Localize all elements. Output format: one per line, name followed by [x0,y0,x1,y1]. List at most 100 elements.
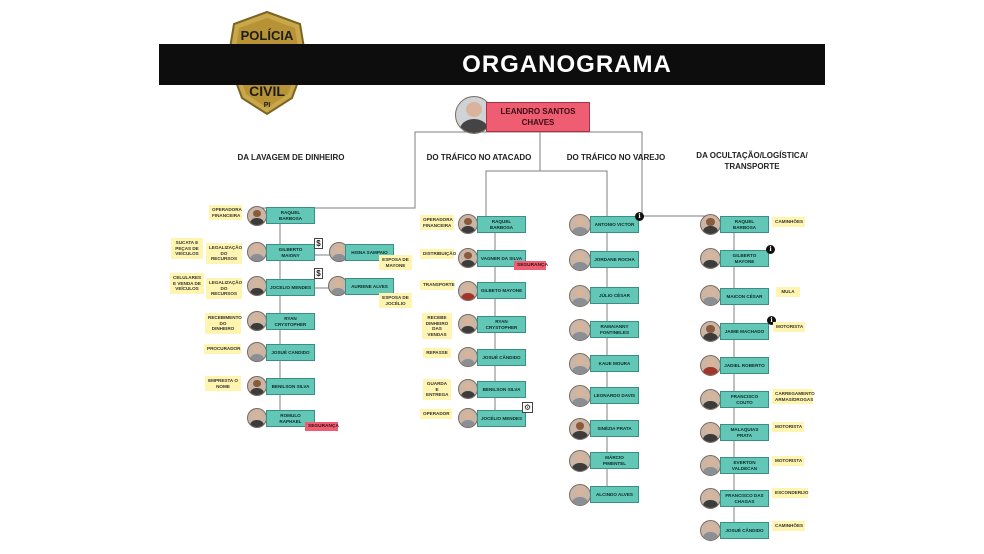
node-person[interactable]: EVERTON VALDECAN [720,457,769,474]
node-person[interactable]: SINÉZIA PRATA [590,420,639,437]
node-name: RAQUEL BARBOSA [489,219,514,230]
node-person[interactable]: JOCÉLIO MENDES [477,410,526,427]
avatar [458,408,478,428]
info-icon: i [635,212,644,221]
security-tag: SEGURANÇA [514,261,548,270]
info-icon: i [767,316,776,325]
node-name: RAMAIANNY FONTINELES [599,324,630,335]
node-person[interactable]: JORDANE ROCHA [590,251,639,268]
node-name: JADIEL ROBERTO [724,362,765,368]
node-person[interactable]: MAICON CÉSAR [720,288,769,305]
avatar [247,408,267,428]
node-name: FRANCISCO COUTO [730,394,759,405]
node-name: ALCINDO ALVES [595,491,633,497]
node-name: GILBETO MAYONE [480,287,523,293]
node-person[interactable]: RAQUEL BARBOSA [477,216,526,233]
avatar [458,347,478,367]
avatar [700,321,721,342]
note-role: MOTORISTA [772,456,804,466]
node-person[interactable]: FRANCISCO DAS CHAGAS [720,490,769,507]
node-person[interactable]: RAMAIANNY FONTINELES [590,321,639,338]
node-person[interactable]: JÚLIO CÉSAR [590,287,639,304]
node-name: FRANCISCO DAS CHAGAS [725,493,764,504]
node-person[interactable]: BENILSON SILVA [477,381,526,398]
note-role: LEGALIZAÇÃO DO RECURSOS [206,278,242,299]
node-person[interactable]: LEONARDO DAVIS [590,387,639,404]
avatar [569,319,591,341]
avatar [569,385,591,407]
node-name: MALAQUIAS PRATA [730,427,759,438]
avatar [569,450,591,472]
node-person[interactable]: RAQUEL BARBOSA [720,216,769,233]
node-person[interactable]: AURIENE ALVES [345,278,394,295]
note-role: OPERADORA FINANCEIRA [209,205,242,221]
root-node[interactable]: LEANDRO SANTOS CHAVES [486,102,590,132]
note-role: ESPOSA DE MAYONE [379,255,412,271]
node-person[interactable]: RYAN CRYSTOPHER [266,313,315,330]
avatar [458,379,478,399]
avatar [569,353,591,375]
node-person[interactable]: ALCINDO ALVES [590,486,639,503]
node-person[interactable]: JOSUÉ CÂNDIDO [477,349,526,366]
note-role: TRANSPORTE [420,280,455,290]
avatar [700,389,721,410]
node-person[interactable]: MALAQUIAS PRATA [720,424,769,441]
avatar [569,484,591,506]
node-person[interactable]: VAGNER DA SILVA [477,250,526,267]
node-person[interactable]: JADIEL ROBERTO [720,357,769,374]
node-name: HISNA SAMPAIO [351,249,388,255]
node-person[interactable]: FRANCISCO COUTO [720,391,769,408]
node-person[interactable]: KAUE MOURA [590,355,639,372]
node-person[interactable]: JOSUÉ CÂNDIDO [720,522,769,539]
avatar [569,214,591,236]
note-role: REPASSE [423,348,451,358]
node-name: MAICON CÉSAR [726,293,763,299]
avatar [700,488,721,509]
node-name: BENILSON SILVA [482,386,521,392]
node-name: GILBERTO MAYONE [732,253,757,264]
node-person[interactable]: RYAN CRYSTOPHER [477,316,526,333]
avatar [700,520,721,541]
node-person[interactable]: JAIME MACHADO [720,323,769,340]
note-role: MOTORISTA [773,322,805,332]
node-person[interactable]: MÁRCIO PIMENTEL [590,452,639,469]
avatar [458,214,478,234]
node-name: AURIENE ALVES [351,283,388,289]
heading-ocultacao: DA OCULTAÇÃO/LOGÍSTICA/ TRANSPORTE [696,151,808,171]
avatar [569,418,591,440]
node-person[interactable]: BENILSON SILVA [266,378,315,395]
node-person[interactable]: GILBERTO MAIONY [266,244,315,261]
note-role: ESCONDERIJO [772,488,808,498]
node-name: BENILSON SILVA [271,383,310,389]
node-name: JOSUÉ CANDIDO [271,349,310,355]
node-name: EVERTON VALDECAN [731,460,758,471]
node-person[interactable]: JOCELIO MENDES [266,279,315,296]
note-role: CAMINHÕES [772,217,805,227]
node-person[interactable]: JOSUÉ CANDIDO [266,344,315,361]
avatar [329,242,349,262]
avatar [569,249,591,271]
node-name: GILBERTO MAIONY [278,247,303,258]
node-person[interactable]: GILBERTO MAYONE [720,250,769,267]
avatar [247,376,267,396]
node-person[interactable]: ANTONIO VICTOR [590,216,639,233]
security-tag: SEGURANÇA [305,422,339,431]
node-name: ANTONIO VICTOR [594,221,635,227]
note-extra: CELULARES E VENDA DE VEÍCULOS [170,273,204,294]
avatar [700,422,721,443]
info-icon: i [766,245,775,254]
gear-icon: ⚙ [522,402,533,413]
node-person[interactable]: RAQUEL BARBOSA [266,207,315,224]
dollar-icon: $ [314,268,323,279]
node-name: MÁRCIO PIMENTEL [602,455,627,466]
node-name: KAUE MOURA [598,360,631,366]
node-name: JOSUÉ CÂNDIDO [482,354,521,360]
note-role: MOTORISTA [772,422,804,432]
node-person[interactable]: GILBETO MAYONE [477,282,526,299]
node-name: JAIME MACHADO [724,328,765,334]
node-name: JOCÉLIO MENDES [480,415,523,421]
note-role: ESPOSA DE JOCÉLIO [379,293,412,309]
node-name: RYAN CRYSTOPHER [485,319,518,330]
node-person[interactable]: ROMULO RAPHAEL [266,410,315,427]
avatar [458,248,478,268]
